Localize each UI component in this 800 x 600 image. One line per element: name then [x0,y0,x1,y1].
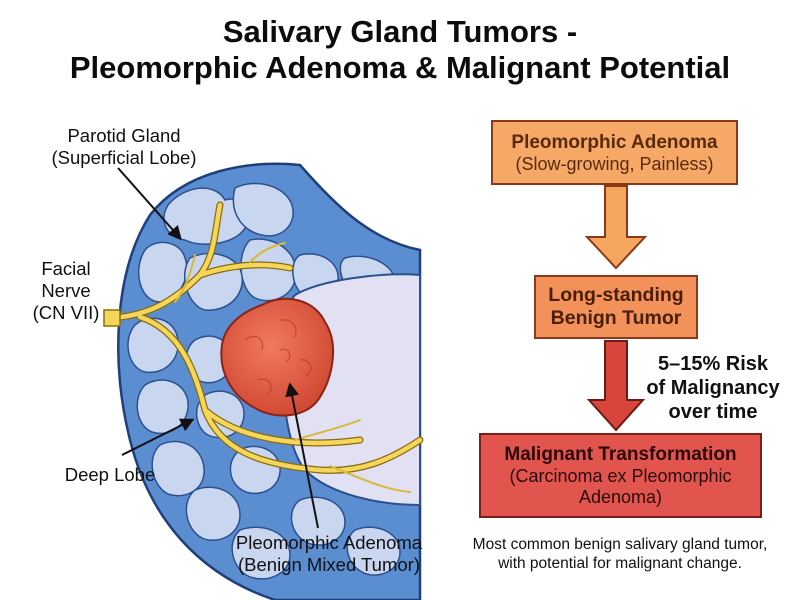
tumor-texture [244,319,312,395]
label-tumor-line-2: (Benign Mixed Tumor) [238,554,420,575]
pointer-arrows [117,167,319,529]
flow-box-3-note-line-1: (Carcinoma ex Pleomorphic [509,466,732,486]
label-facial-line-3: (CN VII) [32,302,100,323]
flow-arrow-1 [584,185,648,270]
flow-arrow-2 [586,340,646,432]
label-parotid-line-2: (Superficial Lobe) [51,147,197,168]
label-deep-lobe: Deep Lobe [64,464,156,485]
label-facial-line-2: Nerve [41,280,91,301]
risk-line-1: 5–15% Risk [657,353,769,375]
figure-title: Salivary Gland Tumors - Pleomorphic Aden… [0,14,800,86]
malignancy-risk-label: 5–15% Risk of Malignancy over time [628,352,798,424]
summary-line-1: Most common benign salivary gland tumor, [472,536,768,553]
flow-box-malignant-transformation: Malignant Transformation (Carcinoma ex P… [479,433,762,518]
flow-box-pleomorphic-adenoma: Pleomorphic Adenoma (Slow-growing, Painl… [491,120,738,185]
flow-box-2-line-2: Benign Tumor [550,307,682,329]
label-parotid-line-1: Parotid Gland [67,125,181,146]
flow-box-1-note: (Slow-growing, Painless) [515,153,714,174]
facial-nerve [103,201,424,493]
label-facial-nerve: Facial Nerve (CN VII) [22,258,110,324]
title-line-1: Salivary Gland Tumors - [222,14,578,49]
summary-caption: Most common benign salivary gland tumor,… [462,535,778,573]
flow-box-2-line-1: Long-standing [548,284,684,306]
flow-box-3-title: Malignant Transformation [504,444,737,465]
tumor [220,297,335,417]
flow-box-1-title: Pleomorphic Adenoma [511,131,718,153]
label-parotid-gland: Parotid Gland (Superficial Lobe) [40,125,208,169]
label-tumor: Pleomorphic Adenoma (Benign Mixed Tumor) [224,532,434,576]
flow-box-benign-tumor: Long-standing Benign Tumor [534,275,698,339]
risk-line-3: over time [668,401,758,423]
title-line-2: Pleomorphic Adenoma & Malignant Potentia… [69,50,731,85]
flow-arrows [584,185,648,432]
label-facial-line-1: Facial [41,258,91,279]
risk-line-2: of Malignancy [646,377,780,399]
summary-line-2: with potential for malignant change. [498,555,742,572]
label-tumor-line-1: Pleomorphic Adenoma [235,532,423,553]
flow-box-3-note-line-2: Adenoma) [578,487,663,507]
